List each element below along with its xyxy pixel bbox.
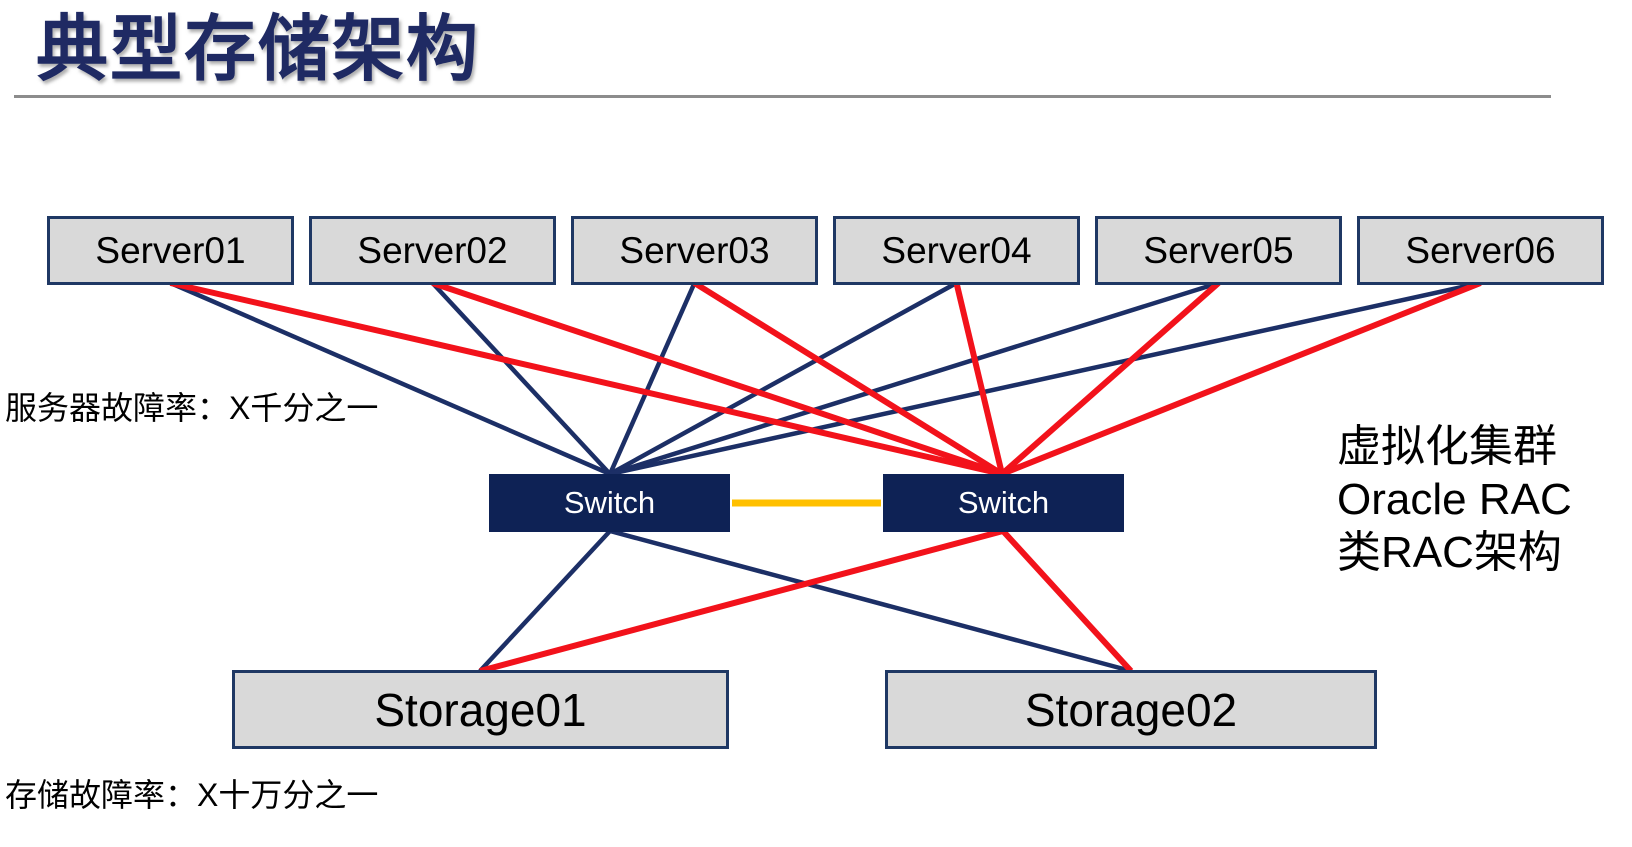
switch-left-box: Switch xyxy=(489,474,730,532)
edge-server-4-to-switch-right xyxy=(953,282,1005,475)
server01-label: Server01 xyxy=(95,229,246,271)
edge-server-1-to-switch-right xyxy=(169,280,1003,477)
cluster-annotation: 虚拟化集群 Oracle RAC 类RAC架构 xyxy=(1337,420,1572,579)
switch-left-label: Switch xyxy=(563,485,656,520)
server01-box: Server01 xyxy=(47,216,294,285)
storage02-label: Storage02 xyxy=(1024,683,1238,736)
annotation-line-1: 虚拟化集群 xyxy=(1337,422,1557,471)
switch-right-box: Switch xyxy=(883,474,1124,532)
edge-server-6-to-switch-left xyxy=(609,280,1481,477)
server04-box: Server04 xyxy=(833,216,1080,285)
annotation-line-3: 类RAC架构 xyxy=(1337,528,1562,577)
server02-box: Server02 xyxy=(309,216,556,285)
storage-failure-rate-note: 存储故障率：X十万分之一 xyxy=(5,777,379,813)
server04-label: Server04 xyxy=(881,229,1032,271)
storage01-box: Storage01 xyxy=(232,670,729,749)
server03-box: Server03 xyxy=(571,216,818,285)
storage01-label: Storage01 xyxy=(374,683,587,736)
storage02-box: Storage02 xyxy=(885,670,1377,749)
edge-switch-left-to-storage-1 xyxy=(478,529,612,673)
edge-server-6-to-switch-right xyxy=(1000,280,1482,477)
edge-switch-right-to-storage-2 xyxy=(1000,528,1134,674)
server06-box: Server06 xyxy=(1357,216,1604,285)
edge-server-3-to-switch-right xyxy=(692,280,1004,477)
edge-server-5-to-switch-right xyxy=(1000,280,1221,477)
title-divider xyxy=(14,95,1551,98)
edge-server-4-to-switch-left xyxy=(608,281,958,476)
edge-server-3-to-switch-left xyxy=(607,282,697,475)
edge-switch-left-to-storage-2 xyxy=(609,528,1132,674)
annotation-line-2: Oracle RAC xyxy=(1337,475,1572,524)
server06-label: Server06 xyxy=(1405,229,1556,271)
edge-server-2-to-switch-left xyxy=(430,281,612,476)
server02-label: Server02 xyxy=(357,229,508,271)
edge-server-2-to-switch-right xyxy=(431,280,1003,477)
page-title: 典型存储架构 xyxy=(36,10,481,90)
server05-label: Server05 xyxy=(1143,229,1294,271)
server03-label: Server03 xyxy=(619,229,770,271)
switch-right-label: Switch xyxy=(957,485,1050,520)
edge-server-1-to-switch-left xyxy=(169,280,611,477)
server-failure-rate-note: 服务器故障率：X千分之一 xyxy=(5,390,379,426)
server05-box: Server05 xyxy=(1095,216,1342,285)
edge-switch-right-to-storage-1 xyxy=(479,528,1004,674)
edge-server-5-to-switch-left xyxy=(609,280,1220,477)
